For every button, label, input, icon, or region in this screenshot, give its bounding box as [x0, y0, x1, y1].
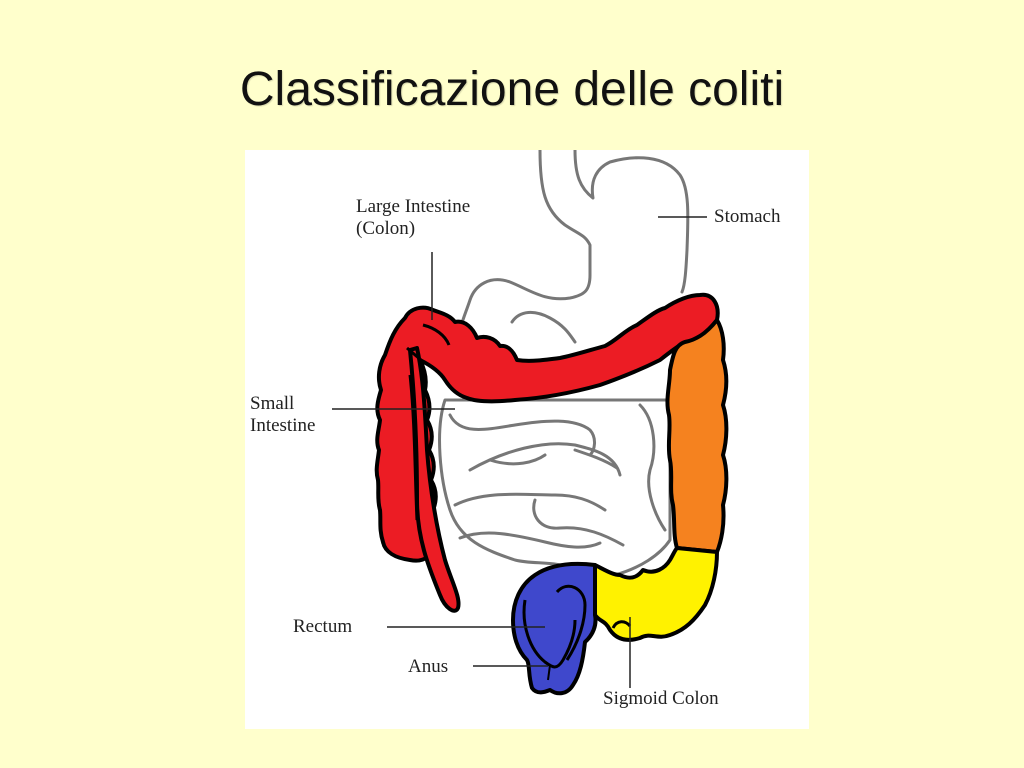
slide-title: Classificazione delle coliti	[239, 63, 785, 116]
rectum-blue	[511, 561, 598, 696]
anus-label: Anus	[408, 656, 449, 677]
sigmoid-colon-label: Sigmoid Colon	[603, 688, 719, 709]
stomach-label: Stomach	[714, 206, 781, 227]
rectum-label: Rectum	[293, 616, 353, 637]
small-intestine	[438, 398, 672, 580]
sigmoid-colon-yellow	[593, 546, 719, 642]
large-intestine-label-line1: Large Intestine	[356, 196, 471, 217]
stomach-outline	[458, 150, 690, 344]
small-intestine-label-line2: Intestine	[250, 415, 316, 436]
descending-colon-orange	[665, 318, 729, 554]
large-intestine-label: Large Intestine (Colon)	[356, 196, 470, 240]
leader-lines	[332, 216, 707, 688]
large-intestine-label-line2: (Colon)	[356, 218, 416, 239]
small-intestine-label: Small Intestine	[250, 393, 315, 437]
large-intestine-red	[374, 292, 720, 613]
anatomy-diagram: Large Intestine (Colon) Stomach Small In…	[245, 150, 809, 729]
small-intestine-label-line1: Small	[250, 393, 295, 414]
